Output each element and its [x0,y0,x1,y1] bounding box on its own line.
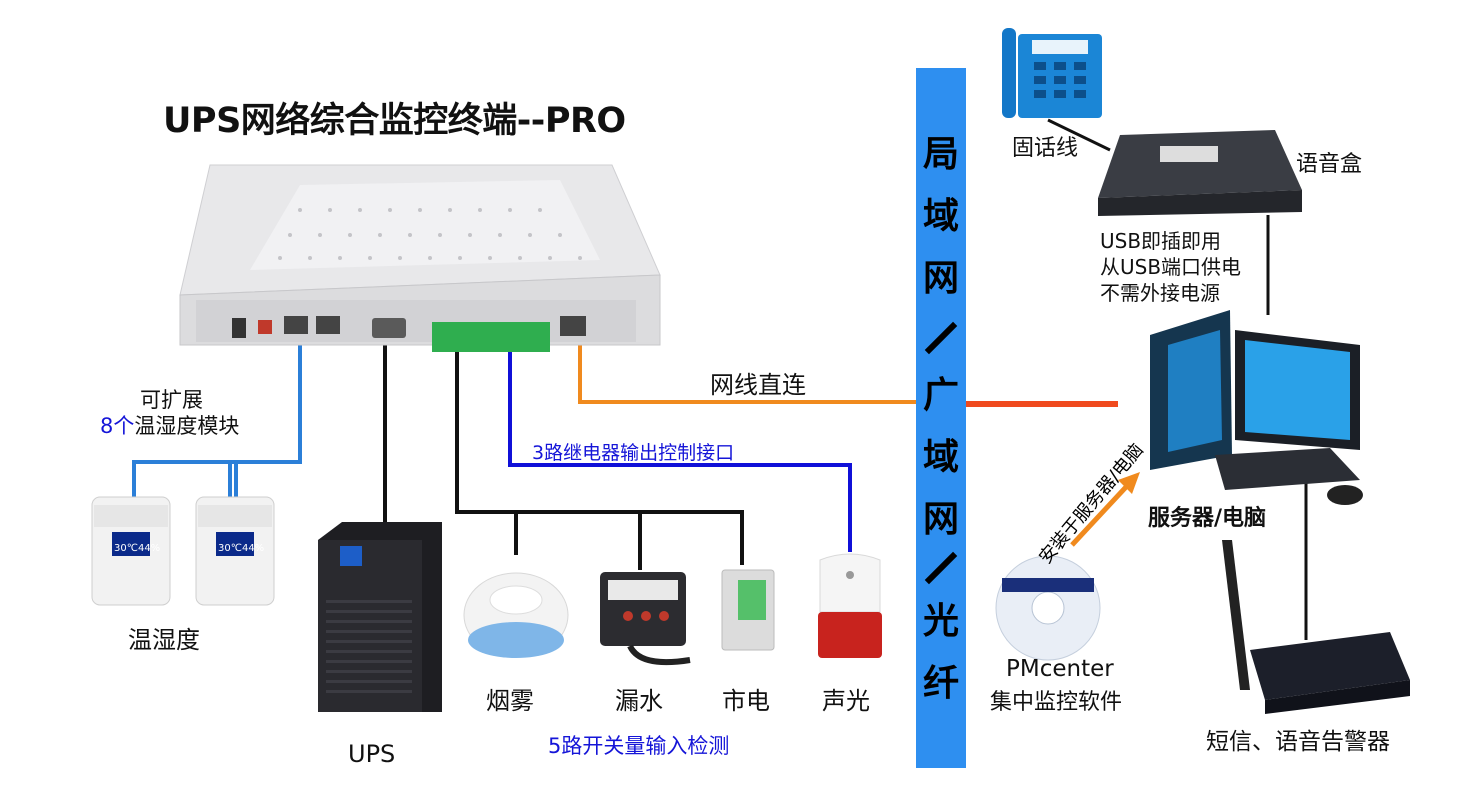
expand-label: 可扩展 [140,388,203,412]
sensor-display: 30℃44% [114,543,161,554]
computer-icon [1150,310,1363,505]
mains-label: 市电 [722,687,770,715]
ups-tower-icon [318,522,442,712]
network-char: 广 [922,375,959,416]
sensor-display: 30℃44% [218,543,265,554]
network-char: 网 [922,258,959,299]
expand-detail: 8个温湿度模块 [100,410,239,440]
switch-input-label: 5路开关量输入检测 [548,734,730,758]
page-title: UPS网络综合监控终端--PRO [163,101,626,141]
network-char: 网 [922,499,959,540]
voice-box-label: 语音盒 [1296,152,1363,177]
direct-cable-label: 网线直连 [710,371,806,399]
mains-module-icon [721,569,775,651]
network-bar [916,68,966,768]
expand-rest: 温湿度模块 [134,414,240,438]
gsm-alarm-icon [1222,540,1410,714]
cd-icon [995,555,1101,661]
network-char: 纤 [922,663,959,704]
relay-output-label: 3路继电器输出控制接口 [532,442,735,464]
ethernet-wire [578,340,916,404]
expand-count: 8个 [100,414,135,438]
smoke-label: 烟雾 [486,687,534,715]
usb-note-line2: 从USB端口供电 [1100,255,1242,279]
landline-label: 固话线 [1012,136,1079,161]
strobe-alarm-icon [818,553,882,658]
leak-detector-icon [600,572,691,666]
switch-input-wire [455,350,744,570]
rs485-wire [132,345,302,497]
network-char: 域 [922,196,959,237]
install-arrow [1070,472,1140,547]
sms-alarm-label: 短信、语音告警器 [1206,729,1390,755]
temp-humidity-sensor-icon [91,496,275,606]
network-char: 域 [922,437,959,478]
monitor-terminal-icon [179,164,661,352]
ups-label: UPS [348,740,396,768]
telephone-icon [1002,28,1102,118]
relay-wire [508,350,852,552]
leak-label: 漏水 [615,687,663,715]
phone-wire [1047,118,1111,152]
smoke-detector-icon [463,572,569,658]
server-label: 服务器/电脑 [1148,506,1267,531]
software-desc: 集中监控软件 [990,690,1123,715]
usb-note-line1: USB即插即用 [1100,229,1222,253]
network-char: 局 [922,134,959,175]
usb-note-line3: 不需外接电源 [1100,281,1220,305]
voice-box-icon [1098,130,1302,216]
temp-humidity-label: 温湿度 [128,626,200,654]
software-name: PMcenter [1006,656,1114,682]
alarm-label: 声光 [822,687,870,715]
network-char: 光 [922,601,959,642]
